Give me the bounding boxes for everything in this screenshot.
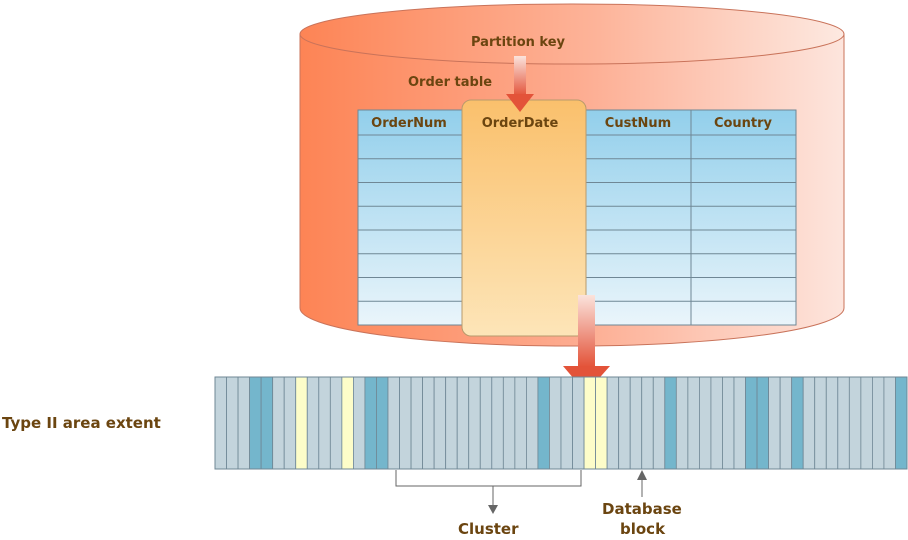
extent-block bbox=[652, 376, 666, 470]
database-block-label-line1: Database bbox=[602, 500, 682, 518]
extent-block bbox=[722, 376, 735, 470]
extent-block bbox=[479, 376, 493, 470]
extent-block bbox=[825, 376, 839, 470]
cylinder-top bbox=[299, 3, 845, 65]
extent-block bbox=[422, 376, 435, 470]
cluster-block bbox=[364, 376, 377, 470]
table-headers: OrderNum OrderDate CustNum Country bbox=[371, 116, 772, 131]
extent-block bbox=[272, 376, 285, 470]
extent-border bbox=[214, 376, 908, 470]
extent-block bbox=[802, 376, 816, 470]
cluster-bracket-line bbox=[395, 470, 582, 487]
extent-block bbox=[629, 376, 643, 470]
cluster-label: Cluster bbox=[458, 520, 519, 538]
cluster-block bbox=[260, 376, 274, 470]
extent-block bbox=[860, 376, 873, 470]
extent-block bbox=[399, 376, 412, 470]
database-block bbox=[295, 376, 308, 470]
extent-arrow-shaft bbox=[578, 295, 595, 367]
extent-block bbox=[214, 376, 227, 470]
partition-key-label: Partition key bbox=[471, 35, 566, 50]
header-country: Country bbox=[714, 116, 773, 131]
extent-block bbox=[848, 376, 862, 470]
extent-block bbox=[410, 376, 424, 470]
extent-block bbox=[456, 376, 470, 470]
database-block-pointer-arrow bbox=[637, 470, 647, 480]
extent-block bbox=[549, 376, 562, 470]
extent-block bbox=[675, 376, 689, 470]
header-orderdate: OrderDate bbox=[482, 116, 559, 131]
extent-blocks bbox=[214, 376, 908, 470]
cluster-block bbox=[745, 376, 758, 470]
extent-block bbox=[779, 376, 793, 470]
extent-block bbox=[814, 376, 827, 470]
extent-block bbox=[699, 376, 712, 470]
extent-block bbox=[445, 376, 458, 470]
cluster-block bbox=[664, 376, 677, 470]
extent-block bbox=[872, 376, 885, 470]
extent-block bbox=[491, 376, 504, 470]
cluster-block bbox=[756, 376, 770, 470]
extent-block bbox=[618, 376, 631, 470]
partition-key-arrow-head bbox=[506, 94, 534, 112]
partition-key-arrow-shaft bbox=[514, 56, 526, 96]
header-ordernum: OrderNum bbox=[371, 116, 447, 131]
database-block bbox=[583, 376, 597, 470]
cluster-pointer-arrow bbox=[488, 505, 498, 514]
extent-block bbox=[502, 376, 516, 470]
extent-block bbox=[560, 376, 573, 470]
database-block bbox=[341, 376, 354, 470]
header-custnum: CustNum bbox=[605, 116, 671, 131]
database-block-label-line2: block bbox=[620, 520, 666, 538]
extent-block bbox=[641, 376, 654, 470]
extent-block bbox=[572, 376, 585, 470]
extent-block bbox=[883, 376, 896, 470]
extent-block bbox=[837, 376, 850, 470]
extent-block bbox=[526, 376, 539, 470]
partition-key-arrow bbox=[506, 56, 534, 112]
extent-block bbox=[226, 376, 239, 470]
order-table-label: Order table bbox=[408, 75, 493, 90]
database-block bbox=[595, 376, 608, 470]
extent-block bbox=[352, 376, 366, 470]
extent-block bbox=[687, 376, 700, 470]
cluster-block bbox=[791, 376, 804, 470]
cluster-block bbox=[249, 376, 262, 470]
extent-block bbox=[237, 376, 251, 470]
extent-block bbox=[768, 376, 781, 470]
cluster-bracket bbox=[395, 470, 582, 505]
cluster-block bbox=[537, 376, 550, 470]
partition-key-column bbox=[461, 99, 587, 337]
extent-block bbox=[306, 376, 320, 470]
extent-block bbox=[606, 376, 620, 470]
area-extent-strip bbox=[214, 376, 908, 470]
extent-block bbox=[387, 376, 400, 470]
extent-block bbox=[433, 376, 447, 470]
extent-block bbox=[733, 376, 746, 470]
cluster-block bbox=[376, 376, 389, 470]
extent-block bbox=[710, 376, 723, 470]
extent-block bbox=[468, 376, 481, 470]
cluster-block bbox=[895, 376, 908, 470]
extent-block bbox=[283, 376, 297, 470]
extent-block bbox=[318, 376, 331, 470]
extent-block bbox=[329, 376, 343, 470]
area-extent-label: Type II area extent bbox=[2, 414, 161, 432]
extent-block bbox=[514, 376, 527, 470]
